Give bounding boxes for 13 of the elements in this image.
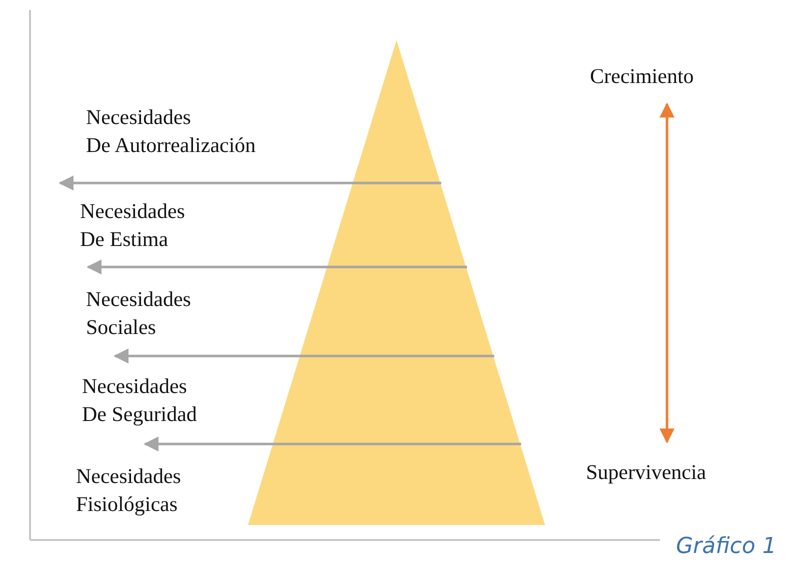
- needs-label: Necesidades De Estima: [80, 198, 186, 253]
- needs-label: Necesidades De Autorrealización: [86, 104, 257, 159]
- level-label: Crecimiento: [590, 64, 694, 88]
- needs-label: Necesidades Sociales: [86, 286, 192, 341]
- needs-label: Necesidades De Seguridad: [82, 373, 198, 428]
- arrow: [114, 348, 494, 364]
- arrow: [660, 102, 674, 444]
- arrow: [86, 260, 467, 274]
- arrow: [144, 436, 522, 452]
- arrow: [58, 176, 442, 190]
- level-label: Supervivencia: [586, 460, 706, 484]
- needs-label: Necesidades Fisiológicas: [76, 463, 182, 518]
- caption: Gráfico 1: [676, 533, 776, 561]
